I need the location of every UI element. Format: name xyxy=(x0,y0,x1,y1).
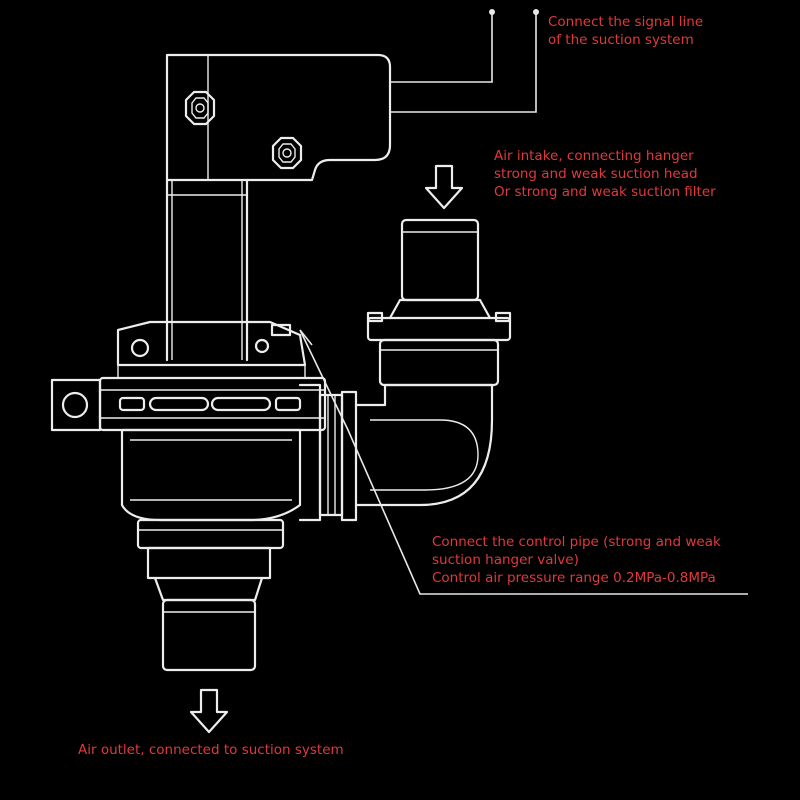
outlet-pipe xyxy=(136,518,285,672)
control-pipe-label-line-3: Control air pressure range 0.2MPa-0.8MPa xyxy=(432,570,716,586)
control-pipe-label-line-2: suction hanger valve) xyxy=(432,552,579,568)
hex-nut-upper xyxy=(184,90,216,126)
control-pipe-leader xyxy=(299,329,748,595)
signal-line-label-line-2: of the suction system xyxy=(548,32,694,48)
intake-elbow xyxy=(354,218,512,507)
valve-stem xyxy=(165,178,249,362)
side-union xyxy=(298,383,358,522)
air-outlet-label-text: Air outlet, connected to suction system xyxy=(78,742,344,758)
control-box xyxy=(165,53,392,182)
hex-nut-lower xyxy=(271,136,303,170)
valve-upper-flange xyxy=(50,320,327,432)
intake-arrow xyxy=(424,164,464,210)
air-intake-label-line-2: strong and weak suction head xyxy=(494,166,698,182)
air-outlet-label: Air outlet, connected to suction system xyxy=(78,741,344,759)
air-intake-label-line-3: Or strong and weak suction filter xyxy=(494,184,716,200)
signal-line-leaders xyxy=(390,9,539,113)
signal-line-label-line-1: Connect the signal line xyxy=(548,14,704,30)
air-intake-label: Air intake, connecting hanger strong and… xyxy=(494,147,716,201)
control-pipe-label: Connect the control pipe (strong and wea… xyxy=(432,533,721,587)
outlet-arrow xyxy=(189,688,229,734)
signal-line-label: Connect the signal line of the suction s… xyxy=(548,13,703,49)
control-pipe-label-line-1: Connect the control pipe (strong and wea… xyxy=(432,534,721,550)
valve-lower-body xyxy=(120,428,302,522)
air-intake-label-line-1: Air intake, connecting hanger xyxy=(494,148,694,164)
